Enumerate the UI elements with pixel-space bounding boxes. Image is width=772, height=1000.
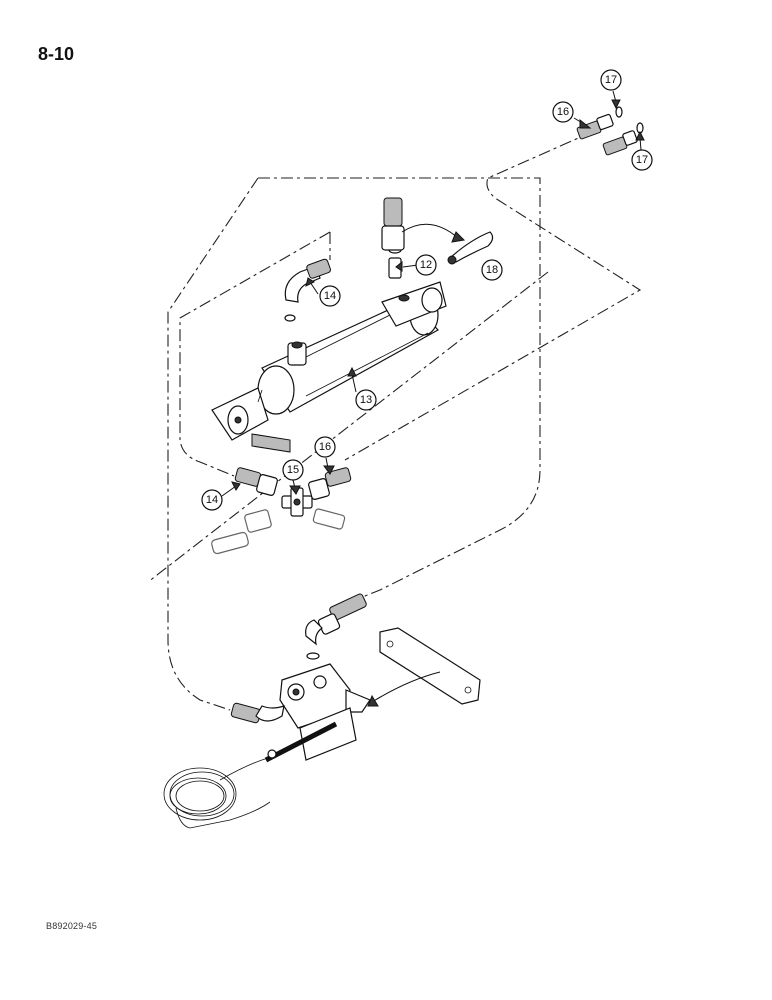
fitting-17-top <box>602 122 644 156</box>
callout-17-top-label: 17 <box>605 74 617 86</box>
callout-15-label: 15 <box>287 464 299 476</box>
hydraulic-cylinder <box>211 281 447 453</box>
faded-fittings <box>211 508 346 555</box>
callout-13: 13 <box>355 389 377 411</box>
elbow-hose-14-top <box>284 258 331 322</box>
callout-18-label: 18 <box>486 264 498 276</box>
callout-16-top: 16 <box>552 101 574 123</box>
callout-14-top: 14 <box>319 285 341 307</box>
mounting-bracket <box>367 627 481 707</box>
callout-12: 12 <box>415 254 437 276</box>
callout-14-middle-label: 14 <box>206 494 218 506</box>
callout-18: 18 <box>481 259 503 281</box>
figure-code: B892029-45 <box>46 921 98 931</box>
hose-end-14-middle <box>234 467 278 496</box>
page-number: 8-10 <box>38 44 75 64</box>
callout-14-top-label: 14 <box>324 290 336 302</box>
control-valve <box>230 593 371 763</box>
callout-16-top-label: 16 <box>557 106 569 118</box>
tag-18 <box>401 223 494 265</box>
callout-17-right-label: 17 <box>636 154 648 166</box>
hose-routing-lines <box>147 131 642 711</box>
fitting-16-top <box>576 106 623 140</box>
callout-17-top: 17 <box>600 69 622 91</box>
fitting-12 <box>388 246 402 279</box>
callout-17-right: 17 <box>631 149 653 171</box>
hose-end-top <box>381 197 405 251</box>
callout-15: 15 <box>282 459 304 481</box>
callout-13-label: 13 <box>360 394 372 406</box>
callout-16-middle-label: 16 <box>319 441 331 453</box>
tee-fitting-15 <box>281 487 313 517</box>
callout-16-middle: 16 <box>314 436 336 458</box>
coiled-cable <box>163 749 277 829</box>
callout-12-label: 12 <box>420 259 432 271</box>
hose-end-16-middle <box>308 467 352 500</box>
callout-leaders <box>221 90 645 497</box>
callout-14-middle: 14 <box>201 489 223 511</box>
